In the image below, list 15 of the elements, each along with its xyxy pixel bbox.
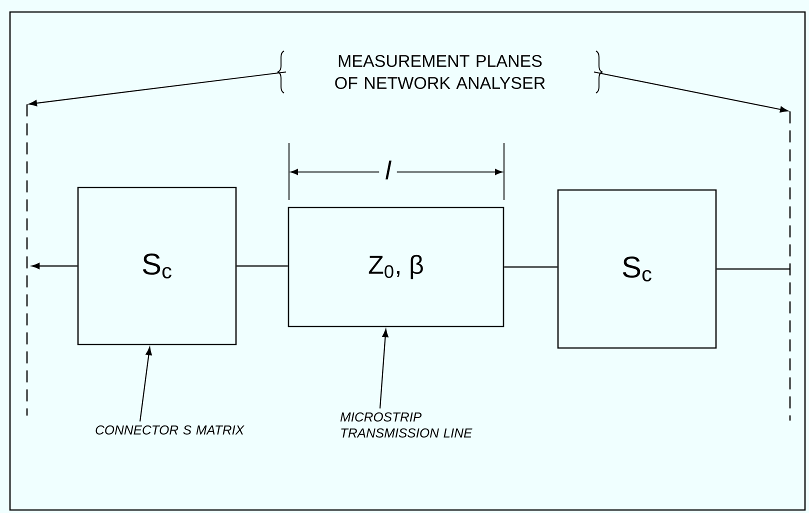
connecting-line [716,268,790,270]
block-box: S$_{c}$ [77,186,237,346]
connecting-line [236,265,288,267]
leader-arrow [139,347,152,422]
block-box: Z$_{0}$, β [288,206,504,328]
block-box: S$_{c}$ [557,189,717,349]
arrow [28,71,286,106]
dimension-label: l [379,154,397,186]
note-text: CONNECTOR S MATRIX [96,425,244,435]
connecting-line [504,266,558,268]
note-text: MICROSTRIP TRANSMISSION LINE [340,412,472,438]
braced-label: MEASUREMENT PLANES OF NETWORK ANALYSER [278,50,602,94]
leader-arrow [379,329,388,408]
arrow [594,71,788,113]
arrow [32,262,78,270]
